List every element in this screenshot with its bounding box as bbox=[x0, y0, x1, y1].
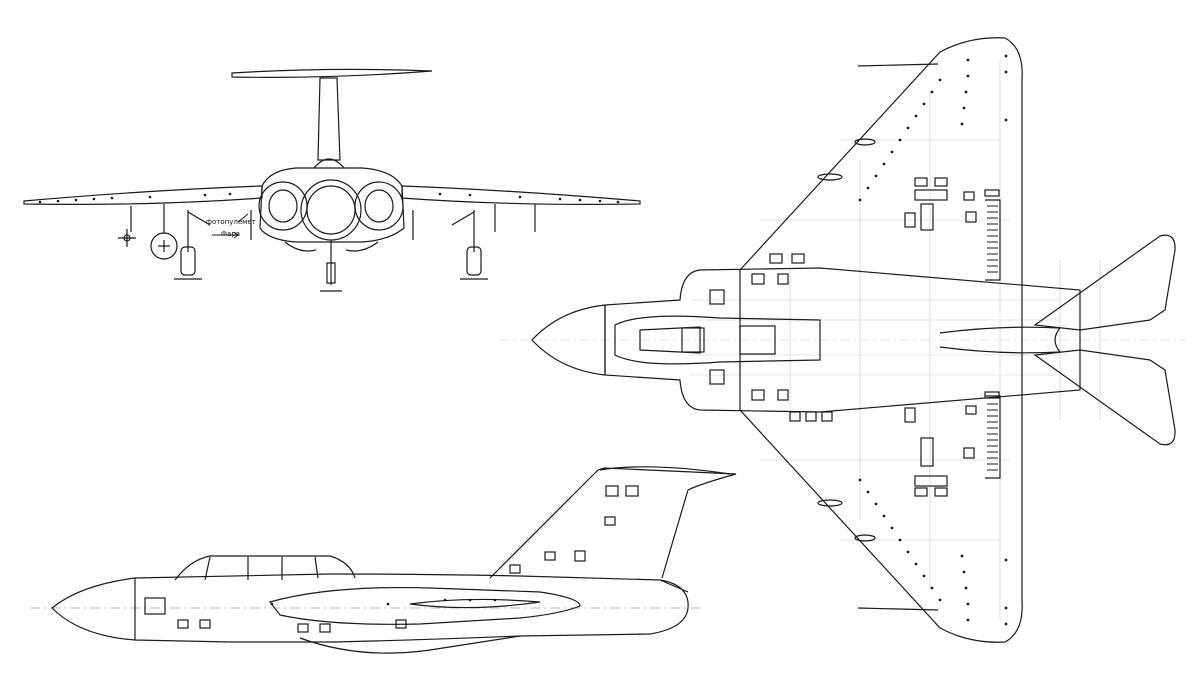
plan-nose bbox=[531, 304, 606, 376]
plan-tailplane-bottom bbox=[1033, 349, 1176, 446]
plan-wing bbox=[739, 37, 1023, 643]
plan-tailplane-top bbox=[1033, 234, 1176, 331]
front-tailplane bbox=[231, 68, 433, 78]
side-canopy bbox=[174, 555, 356, 581]
front-fuselage bbox=[259, 167, 405, 243]
front-fin bbox=[317, 77, 341, 161]
plan-canopy bbox=[614, 315, 821, 365]
camera-gun-callout: фотопулемет bbox=[206, 218, 256, 226]
front-canopy bbox=[313, 158, 345, 169]
side-fin bbox=[489, 467, 737, 579]
headlight-callout: Фара bbox=[221, 230, 241, 238]
left-missile bbox=[118, 206, 136, 247]
lower-missile bbox=[857, 607, 939, 611]
plan-fuselage bbox=[604, 267, 1081, 413]
side-fuselage bbox=[51, 573, 689, 643]
side-nacelle bbox=[268, 586, 581, 625]
upper-missile bbox=[857, 63, 939, 67]
